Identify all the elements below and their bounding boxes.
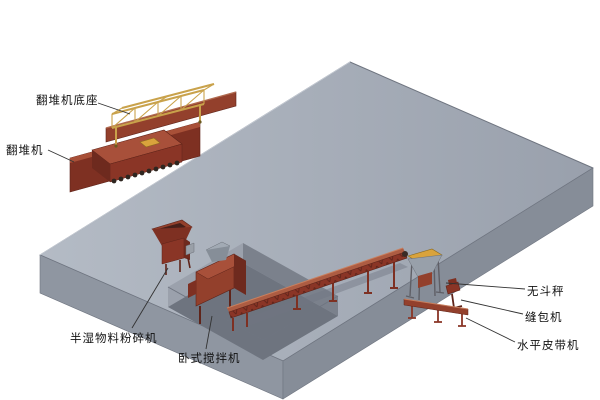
conveyor-head-pulley [402, 251, 408, 257]
track-wall-back-top [105, 91, 237, 129]
belt-top-edge [403, 298, 469, 310]
conveyor-truss-pattern [229, 252, 407, 318]
leader-sewing [460, 299, 524, 315]
platform [39, 61, 594, 400]
leader-scale [445, 282, 526, 290]
crusher-legs [165, 257, 191, 275]
truss-lattice [111, 83, 215, 129]
platform-right-face [282, 167, 594, 400]
conveyor-rail [226, 247, 404, 309]
leader-belt [465, 317, 516, 343]
conveyor-belt-top [227, 248, 405, 312]
crusher-motor [185, 242, 195, 256]
truss-foot-right [198, 120, 202, 124]
pit-front-rim [167, 286, 339, 341]
label-sewing-machine: 缝包机 [525, 310, 563, 324]
truss-foot-left [114, 144, 118, 148]
leader-turner-base [97, 102, 131, 115]
leader-lines [47, 102, 526, 350]
turner-base-truss [111, 83, 215, 148]
inclined-conveyor [226, 247, 408, 331]
mixer-motor [188, 280, 196, 298]
pit-wall-back [243, 243, 338, 316]
horizontal-mixer [188, 241, 247, 324]
horizontal-belt-conveyor [403, 298, 469, 327]
truss-legs [115, 104, 201, 145]
compost-turner [91, 129, 183, 184]
crusher [151, 219, 195, 275]
leader-turner [47, 149, 75, 163]
hopper-scale [405, 248, 445, 301]
label-crusher: 半湿物料粉碎机 [70, 331, 158, 345]
turner-rotor-teeth [111, 160, 180, 184]
turner-side [92, 150, 110, 182]
mixer-end [234, 254, 246, 295]
label-horizontal-belt: 水平皮带机 [517, 338, 580, 352]
leader-crusher [131, 267, 169, 329]
turner-motor-box [139, 137, 161, 148]
mixer-hopper [206, 246, 230, 262]
label-scale: 无斗秤 [527, 284, 565, 298]
label-turner-base: 翻堆机底座 [36, 93, 99, 107]
conveyor-shadow [238, 263, 408, 327]
conveyor-legs [232, 262, 398, 331]
scale-discharge-box [418, 272, 432, 288]
label-mixer: 卧式搅拌机 [178, 351, 241, 365]
platform-back-edge [39, 61, 351, 256]
scale-feet [405, 291, 445, 299]
scale-legs [409, 256, 441, 301]
label-turner: 翻堆机 [6, 143, 44, 157]
leader-mixer [205, 315, 213, 350]
belt-legs [408, 305, 466, 327]
